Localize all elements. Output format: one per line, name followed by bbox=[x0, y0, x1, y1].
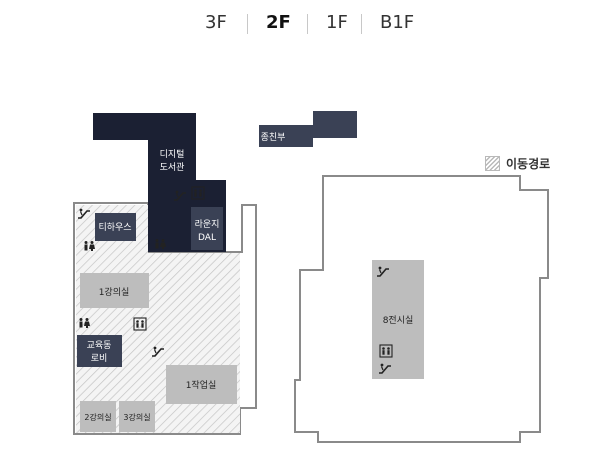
edu-lobby-label-2: 로비 bbox=[91, 353, 108, 364]
lecture-1-label: 1강의실 bbox=[99, 287, 130, 298]
room-lounge-dal[interactable] bbox=[191, 207, 223, 250]
digital-library-label-2: 도서관 bbox=[160, 162, 185, 173]
room-workshop-1[interactable] bbox=[166, 365, 237, 404]
lecture-3-label: 3강의실 bbox=[123, 412, 150, 422]
room-lecture-1[interactable] bbox=[80, 273, 149, 308]
tea-house-label: 티하우스 bbox=[98, 222, 131, 233]
floor-tabs: 3F 2F 1F B1F bbox=[0, 0, 600, 46]
lounge-label-1: 라운지 bbox=[195, 219, 220, 230]
tab-divider bbox=[361, 14, 362, 34]
room-lecture-2[interactable] bbox=[80, 401, 116, 432]
map-legend: 이동경로 bbox=[485, 155, 550, 172]
room-lecture-3[interactable] bbox=[119, 401, 155, 432]
legend-label: 이동경로 bbox=[506, 157, 551, 171]
gallery-8-label: 8전시실 bbox=[383, 315, 414, 326]
tab-1f[interactable]: 1F bbox=[326, 12, 348, 33]
hatch-swatch-icon bbox=[485, 156, 500, 171]
bookstore-label: 종친부 bbox=[261, 132, 286, 143]
digital-library-label-1: 디지털 bbox=[160, 148, 185, 160]
room-tea-house[interactable] bbox=[95, 213, 136, 241]
tab-2f[interactable]: 2F bbox=[266, 12, 291, 33]
edu-lobby-label-1: 교육동 bbox=[87, 340, 112, 351]
tab-divider bbox=[307, 14, 308, 34]
tab-divider bbox=[247, 14, 248, 34]
tab-b1f[interactable]: B1F bbox=[380, 12, 415, 33]
room-bookstore[interactable] bbox=[259, 111, 357, 147]
room-education-lobby[interactable] bbox=[77, 335, 122, 367]
tab-3f[interactable]: 3F bbox=[205, 12, 227, 33]
room-gallery-8[interactable] bbox=[372, 260, 424, 379]
workshop-1-label: 1작업실 bbox=[186, 380, 217, 391]
lounge-label-2: DAL bbox=[198, 233, 216, 243]
lecture-2-label: 2강의실 bbox=[84, 412, 111, 422]
